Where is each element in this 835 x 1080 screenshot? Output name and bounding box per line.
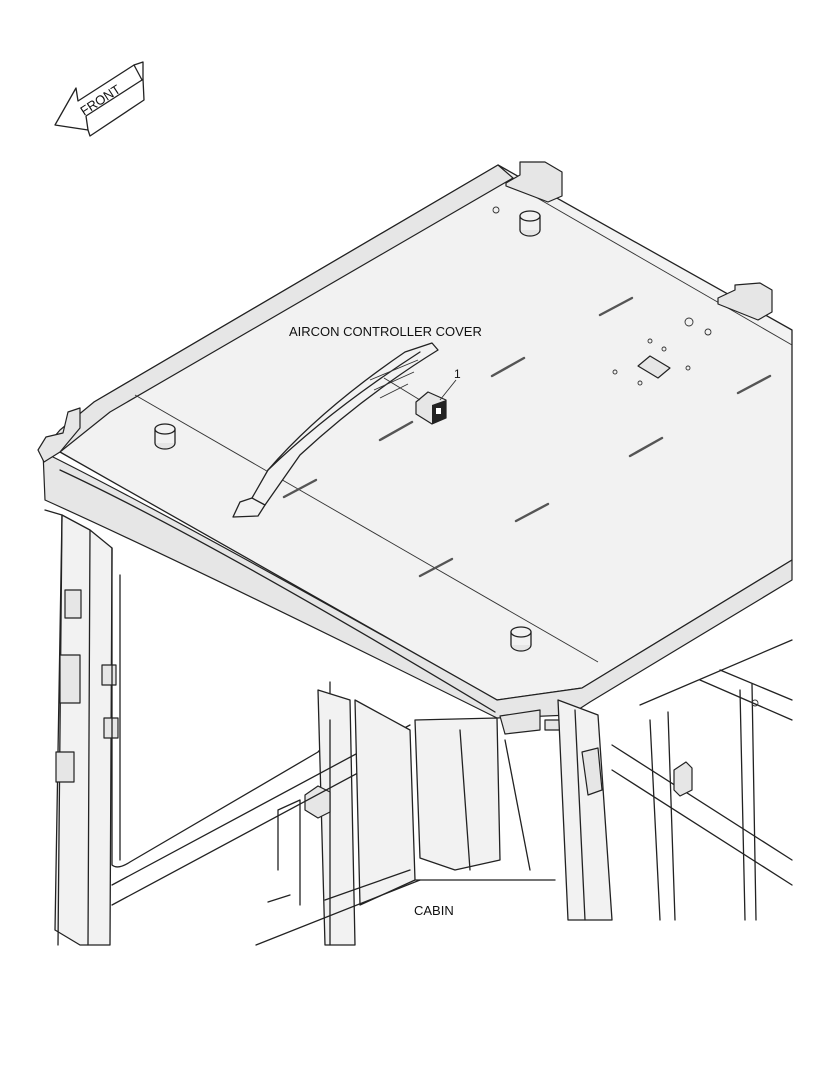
mount-boss-2 <box>154 423 176 450</box>
aircon-controller-cover <box>232 342 439 518</box>
cover-leader <box>383 377 421 401</box>
roof-bracket-front-left <box>37 407 81 463</box>
callout-leader-1 <box>439 379 457 401</box>
cabin-label: CABIN <box>414 903 454 918</box>
roof-seam-marks <box>282 296 772 578</box>
aircon-cover-label: AIRCON CONTROLLER COVER <box>289 324 482 339</box>
roof-bracket-rear-right <box>717 282 773 321</box>
roof-holes <box>492 206 712 386</box>
front-arrow-icon: FRONT <box>54 61 145 137</box>
callout-number-1: 1 <box>454 367 461 381</box>
mount-boss-1 <box>519 210 541 237</box>
mount-boss-3 <box>510 626 532 652</box>
roof-bracket-rear-left <box>505 161 563 203</box>
cabin-frame <box>44 509 793 946</box>
aircon-controller-part <box>415 391 447 425</box>
